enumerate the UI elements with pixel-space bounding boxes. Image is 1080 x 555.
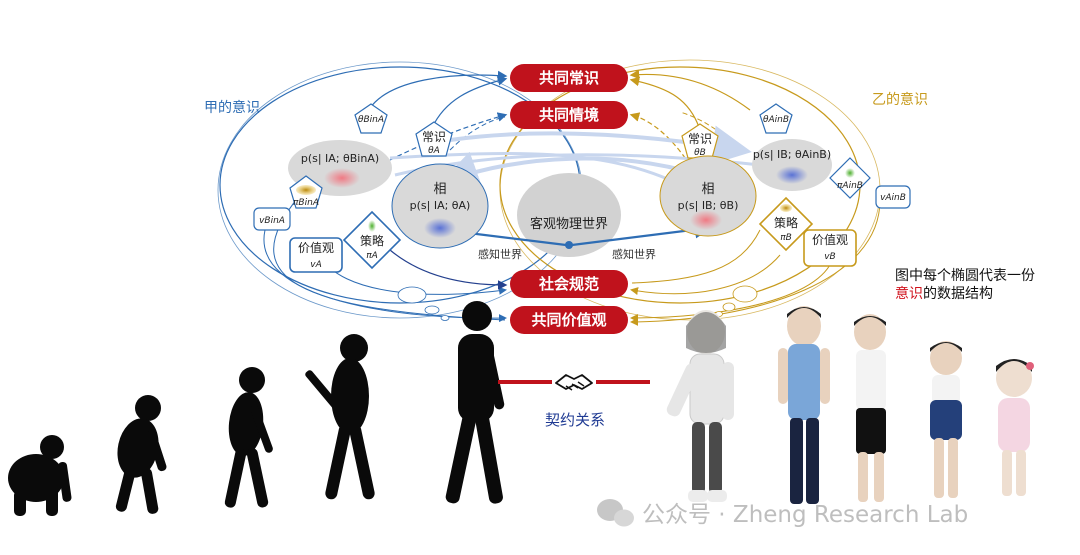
svg-text:θAinB: θAinB xyxy=(763,115,789,125)
svg-text:相: 相 xyxy=(701,182,714,197)
perceive-label-left: 感知世界 xyxy=(478,247,522,261)
flow-line xyxy=(389,249,508,290)
robot-girl-small xyxy=(996,359,1034,496)
svg-text:p(s| IB; θB): p(s| IB; θB) xyxy=(678,199,739,212)
silhouette-human xyxy=(445,301,505,504)
svg-text:常识: 常识 xyxy=(688,132,712,146)
flow-line xyxy=(629,76,701,131)
svg-text:πBinA: πBinA xyxy=(293,198,319,208)
flow-line xyxy=(630,254,781,295)
svg-text:p(s| IA; θBinA): p(s| IA; θBinA) xyxy=(301,152,379,165)
flow-line xyxy=(449,116,506,151)
node-v-a-in-b: vAinB xyxy=(875,185,911,209)
svg-text:价值观: 价值观 xyxy=(812,232,848,247)
node-pi-a-in-b: πAinB xyxy=(829,157,871,199)
svg-text:共同情境: 共同情境 xyxy=(539,106,599,124)
contract-label: 契约关系 xyxy=(545,411,605,429)
svg-text:vA: vA xyxy=(310,260,321,270)
svg-text:θA: θA xyxy=(428,146,440,156)
watermark: 公众号 · Zheng Research Lab xyxy=(597,499,968,528)
node-common-sense-a: 常识 θA xyxy=(415,121,453,157)
svg-text:p(s| IA; θA): p(s| IA; θA) xyxy=(410,199,471,212)
silhouette-ape-crouch xyxy=(8,435,72,516)
pill-common-sense: 共同常识 xyxy=(510,64,628,92)
caption-highlight: 意识 xyxy=(895,285,923,302)
svg-text:vBinA: vBinA xyxy=(259,216,285,226)
robot-boy-medium xyxy=(854,314,886,502)
svg-text:vB: vB xyxy=(824,252,836,262)
mind-a-label: 甲的意识 xyxy=(204,99,260,116)
wechat-icon xyxy=(597,499,634,527)
pill-common-values: 共同价值观 xyxy=(510,306,628,334)
node-belief-self-b: 相 p(s| IB; θB) xyxy=(659,155,757,237)
pill-common-context: 共同情境 xyxy=(510,101,628,129)
world-point xyxy=(565,241,573,249)
silhouette-hominid-early xyxy=(224,367,273,508)
flow-line xyxy=(630,199,881,326)
evolution-silhouettes xyxy=(8,301,505,516)
node-theta-b-in-a: θBinA xyxy=(354,103,388,134)
robot-boy-tall xyxy=(778,306,830,504)
svg-text:πA: πA xyxy=(366,251,378,261)
svg-text:θB: θB xyxy=(694,148,706,158)
flow-line xyxy=(369,70,508,109)
physical-world-label: 客观物理世界 xyxy=(530,216,608,232)
robot-girl xyxy=(666,310,734,502)
svg-text:常识: 常识 xyxy=(422,130,446,144)
svg-text:社会规范: 社会规范 xyxy=(538,275,599,293)
node-belief-self-a: 相 p(s| IA; θA) xyxy=(391,163,489,249)
svg-text:价值观: 价值观 xyxy=(298,240,334,255)
caption-rest: 的数据结构 xyxy=(923,286,993,302)
thought-bubbles-a xyxy=(397,286,450,321)
caption-line2: 意识的数据结构 xyxy=(895,285,993,302)
flow-line xyxy=(629,69,751,111)
silhouette-hominid-club xyxy=(305,334,375,500)
node-values-a: 价值观 vA xyxy=(289,237,343,273)
node-values-b: 价值观 vB xyxy=(803,229,857,267)
caption-line1: 图中每个椭圆代表一份 xyxy=(895,268,1035,284)
flow-line xyxy=(263,229,507,323)
svg-text:策略: 策略 xyxy=(774,215,798,230)
mind-b-label: 乙的意识 xyxy=(872,91,928,108)
svg-text:共同价值观: 共同价值观 xyxy=(531,311,606,329)
thought-bubbles-b xyxy=(715,285,758,317)
svg-text:πAinB: πAinB xyxy=(837,181,863,191)
node-v-b-in-a: vBinA xyxy=(253,207,291,231)
watermark-text: 公众号 · Zheng Research Lab xyxy=(642,502,968,528)
silhouette-ape-walk xyxy=(115,395,167,514)
flow-line xyxy=(431,76,508,129)
pill-social-norms: 社会规范 xyxy=(510,270,628,298)
svg-text:p(s| IB; θAinB): p(s| IB; θAinB) xyxy=(753,148,831,161)
flow-line xyxy=(679,111,741,151)
svg-text:θBinA: θBinA xyxy=(358,115,384,125)
physical-world-ellipse xyxy=(517,173,621,257)
cross-arrow xyxy=(438,151,701,190)
svg-text:策略: 策略 xyxy=(360,233,384,248)
flow-line xyxy=(631,229,761,284)
node-strategy-b: 策略 πB xyxy=(758,196,814,252)
node-belief-other-b: p(s| IB; θAinB) xyxy=(752,139,832,191)
node-theta-a-in-b: θAinB xyxy=(759,103,793,134)
node-pi-b-in-a: πBinA xyxy=(289,175,323,209)
svg-text:πB: πB xyxy=(780,233,792,243)
node-strategy-a: 策略 πA xyxy=(342,210,402,270)
svg-text:相: 相 xyxy=(433,182,446,197)
flow-line xyxy=(630,249,836,322)
node-common-sense-b: 常识 θB xyxy=(681,123,719,159)
svg-text:vAinB: vAinB xyxy=(880,193,906,203)
perceive-label-right: 感知世界 xyxy=(612,247,656,261)
handshake-icon xyxy=(552,368,596,394)
robot-boy-small xyxy=(930,341,962,498)
svg-text:共同常识: 共同常识 xyxy=(539,69,599,87)
